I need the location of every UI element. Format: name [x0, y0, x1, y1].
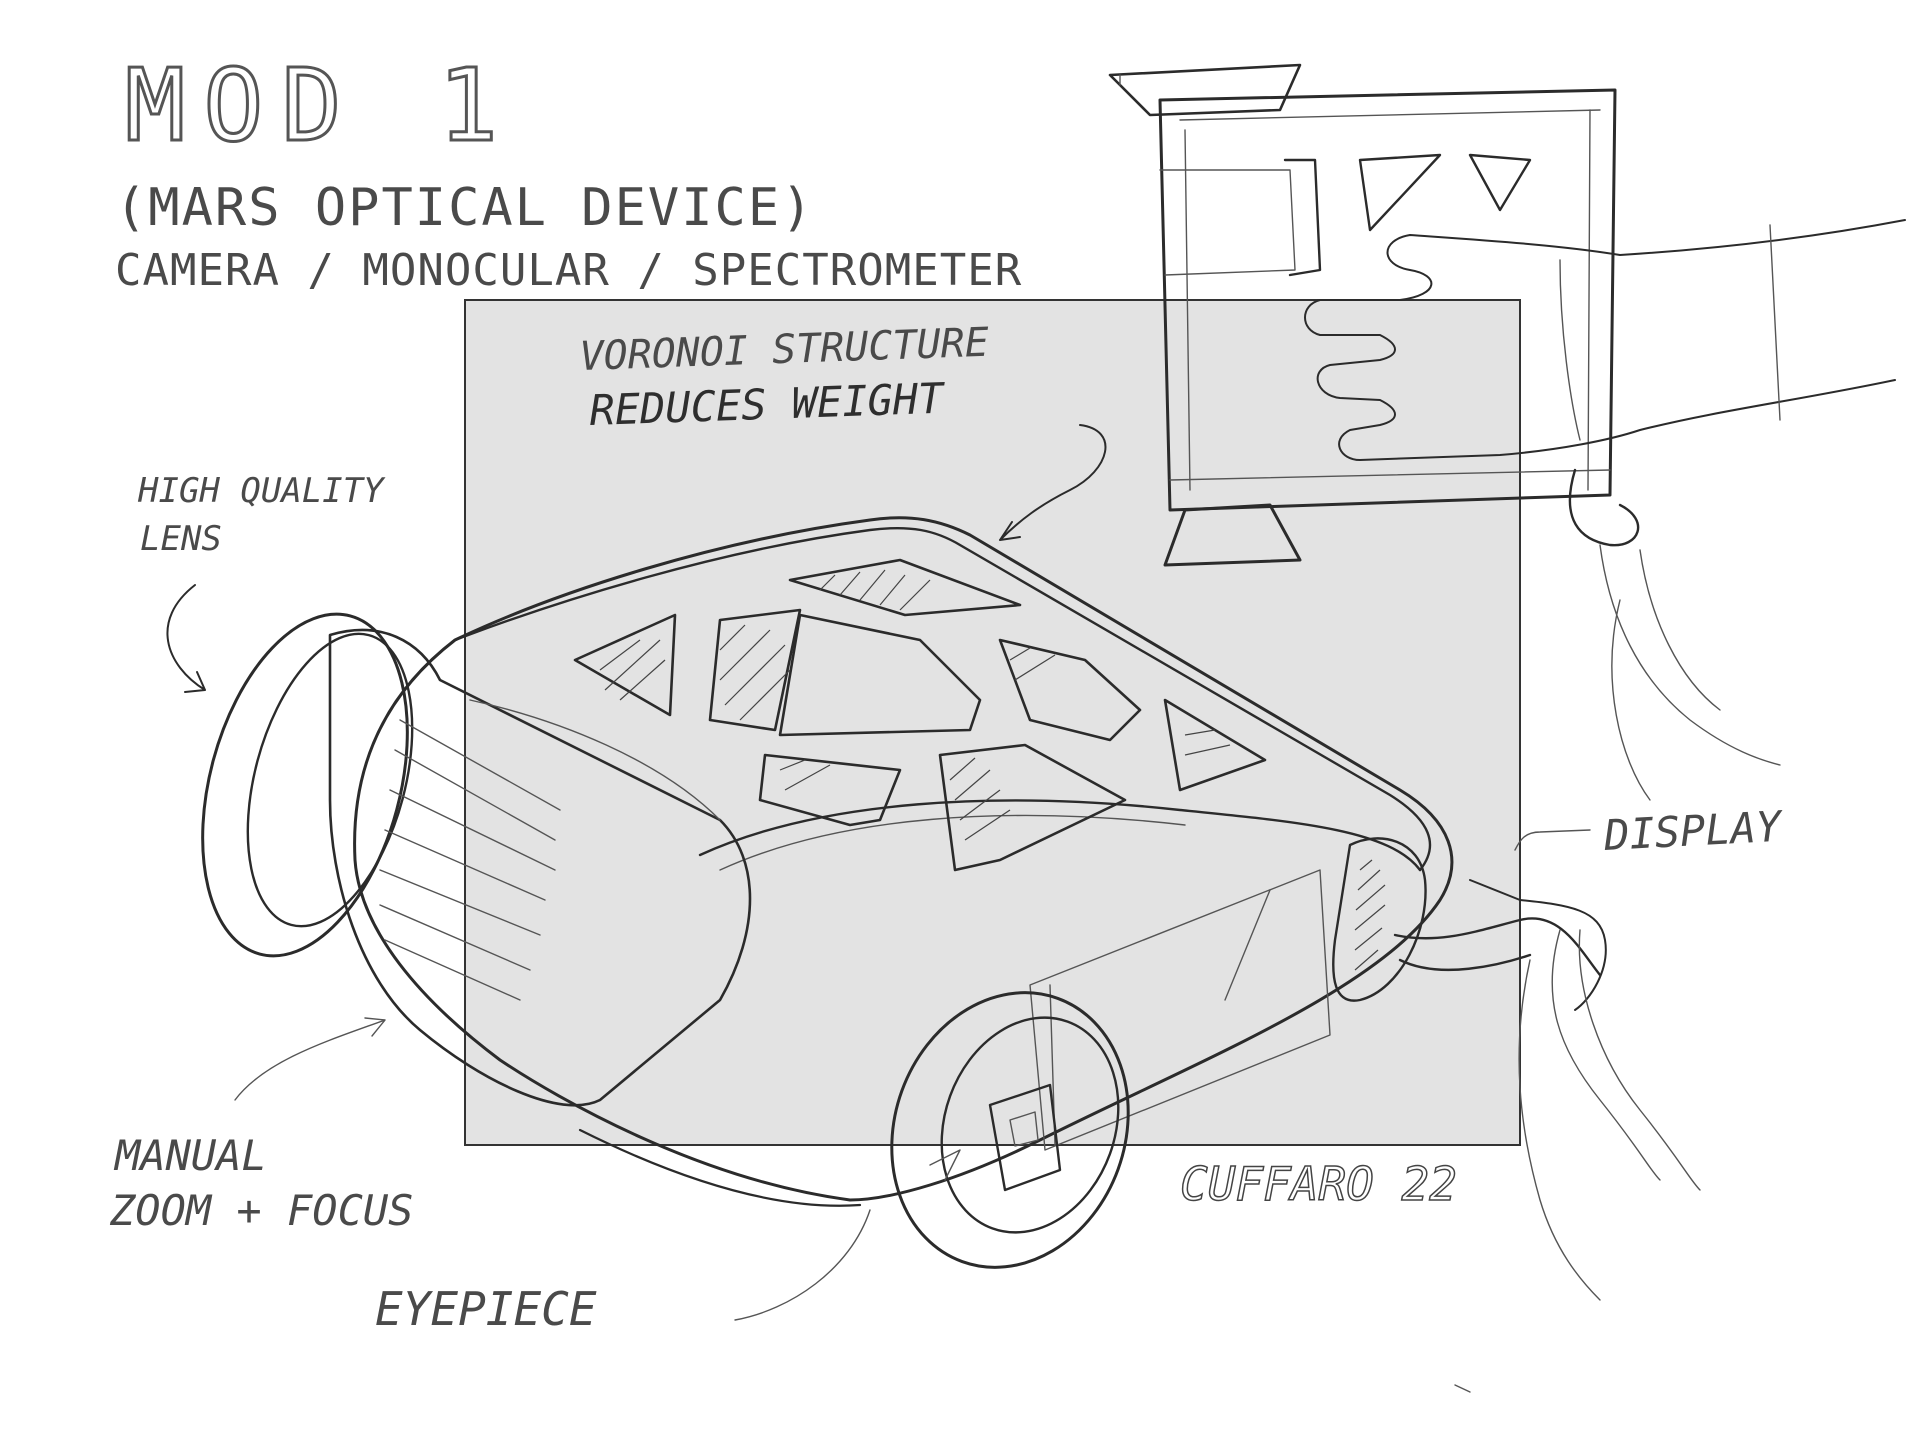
signature-text: CUFFARO 22: [1180, 1157, 1457, 1211]
display-hatch: [1354, 859, 1386, 971]
cable: [1393, 917, 1602, 977]
title-text: MOD 1: [125, 47, 516, 164]
display-leader: [1514, 829, 1591, 851]
manual-note-line1: MANUAL: [113, 1131, 267, 1180]
eyepiece: [890, 991, 1130, 1269]
voronoi-arrow: [999, 424, 1107, 541]
eyepiece-leader: [734, 1209, 871, 1321]
subtitle-text: (MARS OPTICAL DEVICE): [115, 178, 814, 238]
lens-arrow: [166, 584, 206, 693]
manual-note-line2: ZOOM + FOCUS: [109, 1186, 413, 1235]
hand: [1304, 219, 1906, 461]
handheld-side-view: [1108, 63, 1906, 801]
display-note: DISPLAY: [1602, 802, 1785, 860]
lens-note-line2: LENS: [140, 519, 222, 559]
stray-mark: [1454, 1384, 1471, 1393]
grey-backdrop: [464, 299, 1521, 1146]
device-main-body: [201, 516, 1701, 1301]
manual-arrow: [234, 1017, 386, 1101]
eyepiece-note: EYEPIECE: [375, 1282, 597, 1336]
functions-text: CAMERA / MONOCULAR / SPECTROMETER: [115, 245, 1022, 296]
lens-barrel: [201, 612, 752, 1107]
voronoi-structure: [573, 558, 1267, 872]
lens-note-line1: HIGH QUALITY: [137, 471, 386, 511]
